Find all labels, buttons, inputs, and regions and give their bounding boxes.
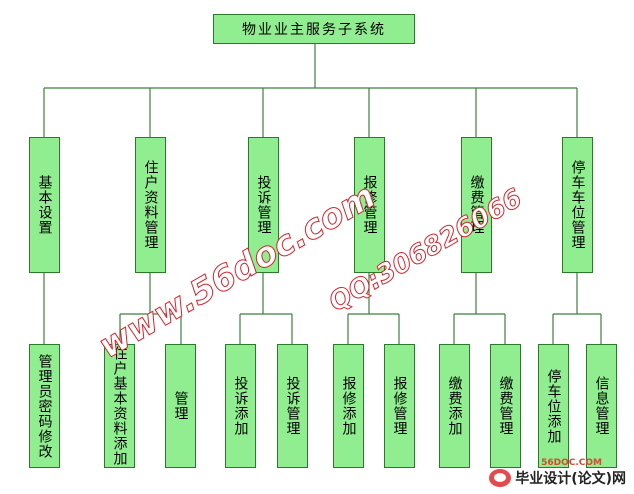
root-node: 物业业主服务子系统 [213, 14, 415, 44]
module-label: 停车车位管理 [569, 160, 586, 250]
module-resident-records: 住户资料管理 [135, 137, 166, 273]
leaf-parking-add: 停车位添加 [538, 344, 569, 468]
leaf-repair-manage: 报修管理 [384, 344, 415, 468]
leaf-payment-add: 缴费添加 [439, 344, 470, 468]
logo-text: 毕业设计(论文)网 [515, 471, 626, 487]
module-label: 基本设置 [36, 175, 53, 235]
module-label: 投诉管理 [255, 175, 272, 235]
leaf-payment-manage: 缴费管理 [490, 344, 521, 468]
module-label: 缴费管理 [468, 175, 485, 235]
leaf-label: 信息管理 [593, 376, 610, 436]
leaf-label: 缴费添加 [446, 376, 463, 436]
logo-site: 56DOC.COM [541, 458, 602, 468]
leaf-label: 投诉管理 [284, 376, 301, 436]
leaf-label: 停车位添加 [545, 368, 562, 444]
module-payments: 缴费管理 [461, 137, 492, 273]
leaf-complaint-add: 投诉添加 [225, 344, 256, 468]
root-label: 物业业主服务子系统 [242, 22, 386, 38]
leaf-password-change: 管理员密码修改 [29, 344, 60, 468]
leaf-label: 投诉添加 [232, 376, 249, 436]
leaf-resident-add: 住户基本资料添加 [104, 344, 135, 468]
leaf-label: 管理员密码修改 [36, 353, 53, 459]
module-complaints: 投诉管理 [248, 137, 279, 273]
module-label: 报修管理 [361, 175, 378, 235]
leaf-complaint-manage: 投诉管理 [277, 344, 308, 468]
leaf-resident-manage: 管理 [165, 344, 196, 468]
leaf-label: 报修添加 [340, 376, 357, 436]
module-label: 住户资料管理 [142, 160, 159, 250]
module-basic-settings: 基本设置 [29, 137, 60, 273]
module-repairs: 报修管理 [354, 137, 385, 273]
logo: 毕业设计(论文)网 [489, 468, 626, 488]
leaf-label: 住户基本资料添加 [111, 346, 128, 466]
leaf-label: 管理 [172, 391, 189, 421]
leaf-info-manage: 信息管理 [586, 344, 617, 468]
logo-icon [489, 469, 512, 487]
module-parking: 停车车位管理 [562, 137, 593, 273]
leaf-repair-add: 报修添加 [333, 344, 364, 468]
leaf-label: 报修管理 [391, 376, 408, 436]
leaf-label: 缴费管理 [497, 376, 514, 436]
